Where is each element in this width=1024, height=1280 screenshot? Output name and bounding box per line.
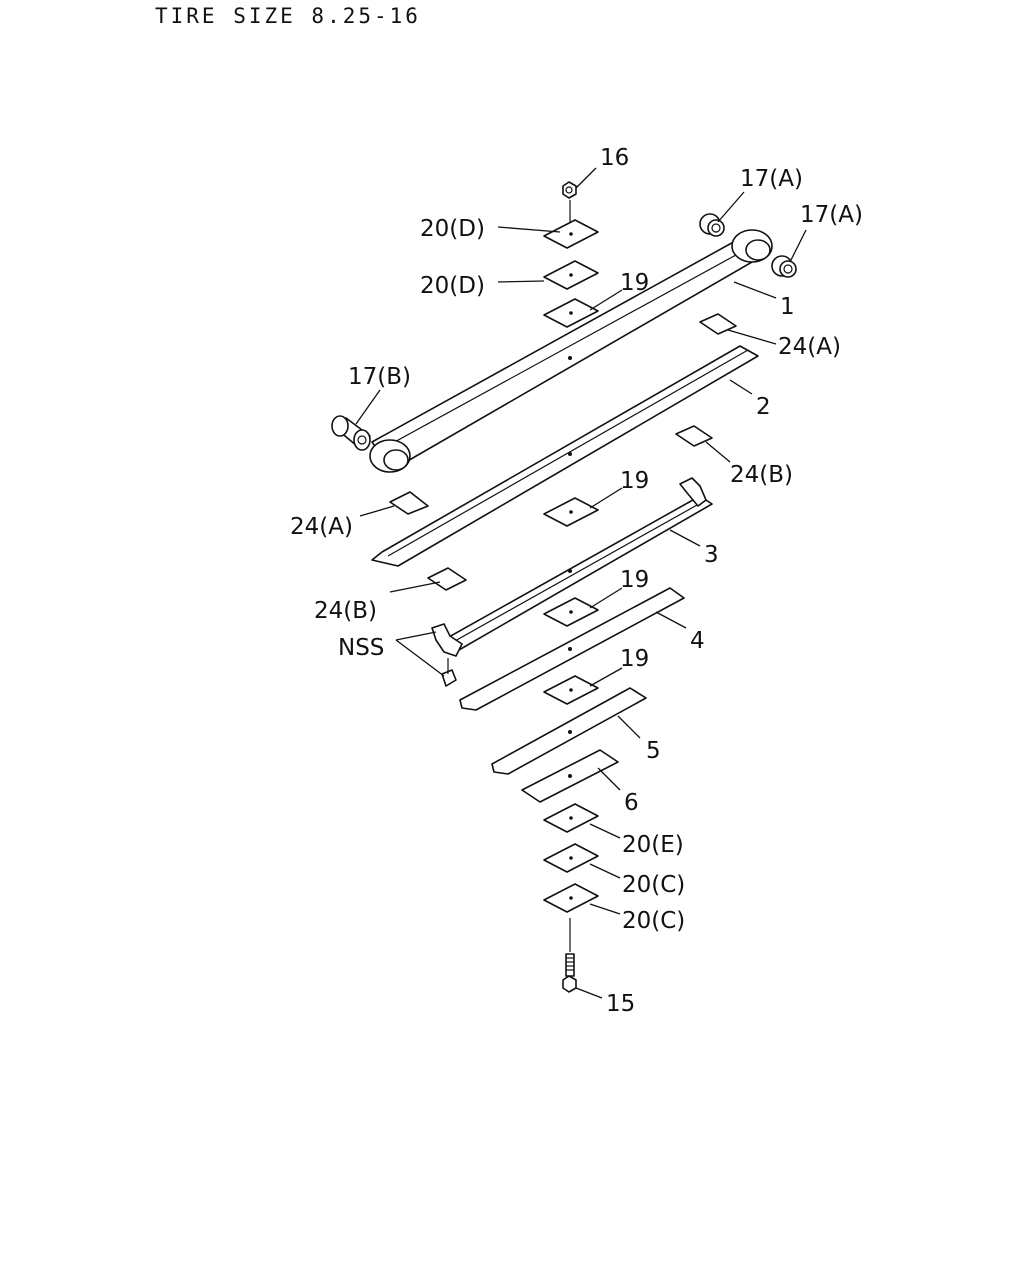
callout-17b: 17(B) bbox=[348, 364, 411, 390]
diagram-header: TIRE SIZE 8.25-16 bbox=[155, 4, 421, 28]
callout-1: 1 bbox=[780, 294, 795, 320]
callout-19-fourth: 19 bbox=[620, 646, 649, 672]
callout-19-top: 19 bbox=[620, 270, 649, 296]
nut-16 bbox=[562, 181, 577, 199]
leaf-4 bbox=[459, 587, 685, 711]
callout-19-second: 19 bbox=[620, 468, 649, 494]
callout-20d-second: 20(D) bbox=[420, 273, 485, 299]
center-bolt-15 bbox=[562, 953, 577, 993]
pad-19-fourth bbox=[543, 675, 599, 705]
callout-3: 3 bbox=[704, 542, 719, 568]
callout-19-third: 19 bbox=[620, 567, 649, 593]
leaf-2 bbox=[371, 345, 759, 567]
callout-4: 4 bbox=[690, 628, 705, 654]
callout-24b-left: 24(B) bbox=[314, 598, 377, 624]
callout-20e: 20(E) bbox=[622, 832, 684, 858]
callout-20c-first: 20(C) bbox=[622, 872, 685, 898]
bushing-17b bbox=[331, 415, 371, 451]
callout-24a-right: 24(A) bbox=[778, 334, 841, 360]
callout-5: 5 bbox=[646, 738, 661, 764]
pad-19-top bbox=[543, 298, 599, 328]
washer-20c-second bbox=[543, 883, 599, 913]
callout-20c-second: 20(C) bbox=[622, 908, 685, 934]
washer-20c-first bbox=[543, 843, 599, 873]
bushing-17a-upper bbox=[699, 213, 725, 237]
pad-19-second bbox=[543, 497, 599, 527]
pad-24b-right bbox=[675, 425, 713, 447]
pad-24a-right bbox=[699, 313, 737, 335]
callout-6: 6 bbox=[624, 790, 639, 816]
callout-2: 2 bbox=[756, 394, 771, 420]
leader-lines bbox=[355, 167, 807, 999]
callout-17a-right: 17(A) bbox=[800, 202, 863, 228]
leaf-6 bbox=[521, 749, 619, 803]
bushing-17a-right bbox=[771, 255, 797, 278]
pad-24a-left bbox=[389, 491, 429, 515]
callout-24b-right: 24(B) bbox=[730, 462, 793, 488]
callout-16: 16 bbox=[600, 145, 629, 171]
callout-17a-upper: 17(A) bbox=[740, 166, 803, 192]
callout-24a-left: 24(A) bbox=[290, 514, 353, 540]
leaf-1-main bbox=[369, 229, 773, 473]
leaf-3 bbox=[431, 477, 713, 657]
washer-20d-top bbox=[543, 219, 599, 249]
callout-20d-top: 20(D) bbox=[420, 216, 485, 242]
pad-19-third bbox=[543, 597, 599, 627]
pad-24b-left bbox=[427, 567, 467, 591]
leaf-5 bbox=[491, 687, 647, 775]
clip-bolt-nss bbox=[441, 658, 457, 687]
washer-20d-second bbox=[543, 260, 599, 290]
washer-20e bbox=[543, 803, 599, 833]
callout-15: 15 bbox=[606, 991, 635, 1017]
callout-nss: NSS bbox=[338, 635, 384, 661]
